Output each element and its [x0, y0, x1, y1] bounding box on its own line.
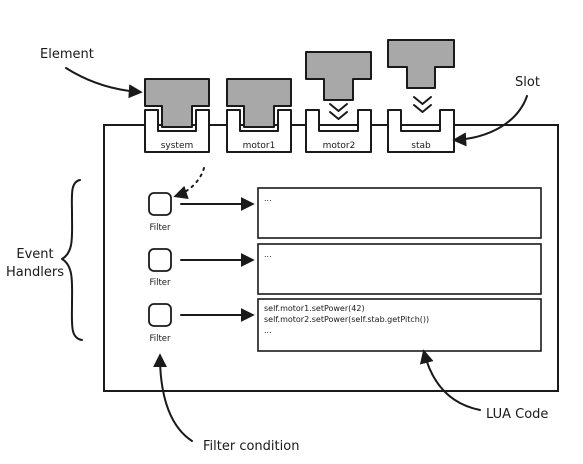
lua-code-box[interactable]: [257, 187, 542, 239]
dotted-connector: [173, 167, 205, 200]
slot-label: stab: [411, 141, 431, 151]
element-block: [226, 78, 292, 128]
event-handlers-brace: [61, 179, 83, 341]
code-line: self.motor1.setPower(42): [264, 304, 365, 313]
lua-code-box[interactable]: [257, 243, 542, 295]
chevron-down-icon: [413, 96, 432, 105]
lua-code-box[interactable]: [257, 298, 542, 352]
chevron-down-icon: [413, 104, 432, 113]
element-arrow: [65, 67, 143, 99]
event-handler-2: Filter ...: [148, 243, 542, 295]
chevron-down-icon: [329, 103, 348, 112]
element-block: [387, 39, 455, 89]
slot-motor2[interactable]: motor2: [305, 51, 372, 153]
event-handlers-annotation-line2: Handlers: [6, 265, 64, 280]
filter-condition-arrow: [153, 353, 193, 442]
event-handler-1: Filter ...: [148, 187, 542, 239]
board-outline: [103, 124, 559, 392]
filter-label: Filter: [149, 334, 171, 344]
event-handler-3: Filter self.motor1.setPower(42) self.mot…: [148, 298, 542, 352]
filter-label: Filter: [149, 223, 171, 233]
slot-system[interactable]: system: [144, 78, 210, 153]
element-block: [144, 78, 210, 128]
slot-label: motor1: [243, 141, 276, 151]
element-block: [305, 51, 372, 101]
code-line: ...: [264, 250, 272, 259]
slot-annotation: Slot: [515, 75, 540, 90]
slot-socket: [387, 109, 455, 153]
code-line: self.motor2.setPower(self.stab.getPitch(…: [264, 315, 429, 324]
event-handlers-annotation-line1: Event: [16, 247, 53, 262]
slot-label: system: [161, 141, 194, 151]
filter-checkbox[interactable]: [148, 248, 172, 272]
filter-checkbox[interactable]: [148, 303, 172, 327]
filter-condition-annotation: Filter condition: [203, 439, 299, 454]
filter-label: Filter: [149, 278, 171, 288]
chevron-down-icon: [329, 111, 348, 120]
slot-socket: [226, 109, 292, 153]
code-line: ...: [264, 326, 272, 335]
slot-socket: [144, 109, 210, 153]
lua-code-annotation: LUA Code: [486, 407, 548, 422]
slot-motor1[interactable]: motor1: [226, 78, 292, 153]
slot-label: motor2: [323, 141, 356, 151]
lua-code-arrow: [419, 349, 481, 411]
slot-stab[interactable]: stab: [387, 39, 455, 153]
code-line: ...: [264, 194, 272, 203]
slot-arrow: [452, 95, 528, 147]
element-annotation: Element: [40, 47, 94, 62]
slot-socket: [305, 109, 372, 153]
filter-checkbox[interactable]: [148, 192, 172, 216]
